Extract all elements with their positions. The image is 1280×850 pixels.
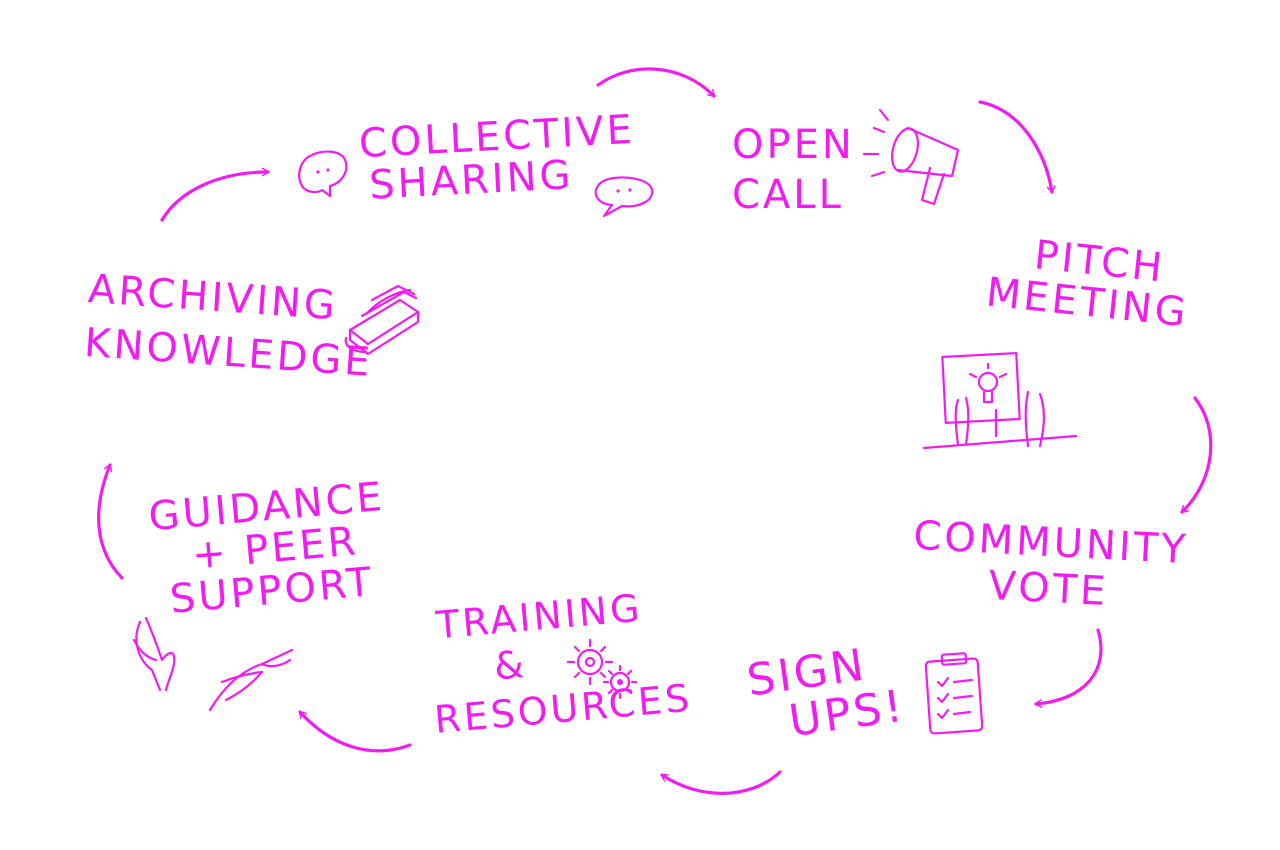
step-training-resources: Training & Resources [425, 585, 694, 742]
megaphone-icon [862, 108, 960, 206]
step-collective-sharing: Collective Sharing [358, 107, 638, 209]
step-archiving-knowledge: Archiving Knowledge [83, 266, 378, 386]
step-open-call-line-2: Call [732, 172, 844, 218]
cycle-arrows [97, 67, 1213, 795]
step-open-call: Open Call [732, 124, 855, 216]
arrow-guidance-to-archiving [97, 463, 124, 580]
clipboard-checklist-icon [924, 652, 984, 735]
arrow-sharing-to-opencall [596, 67, 716, 98]
arrow-pitch-to-vote [1180, 396, 1213, 514]
helping-hands-icon [132, 616, 294, 712]
step-sign-ups: Sign Ups! [744, 638, 908, 751]
step-community-vote: Community Vote [910, 513, 1189, 617]
arrow-vote-to-signups [1034, 628, 1103, 708]
arrow-training-to-guidance [298, 710, 412, 753]
arrow-archiving-to-sharing [160, 167, 270, 222]
arrow-opencall-to-pitch [978, 100, 1056, 194]
step-open-call-line-1: Open [732, 122, 855, 168]
gears-icon [566, 638, 638, 700]
presentation-board-icon [922, 352, 1078, 450]
step-guidance-peer-support: Guidance + Peer Support [147, 474, 394, 623]
arrow-signups-to-training [660, 770, 782, 795]
books-icon [344, 284, 420, 356]
speech-bubbles-icon [298, 150, 654, 218]
